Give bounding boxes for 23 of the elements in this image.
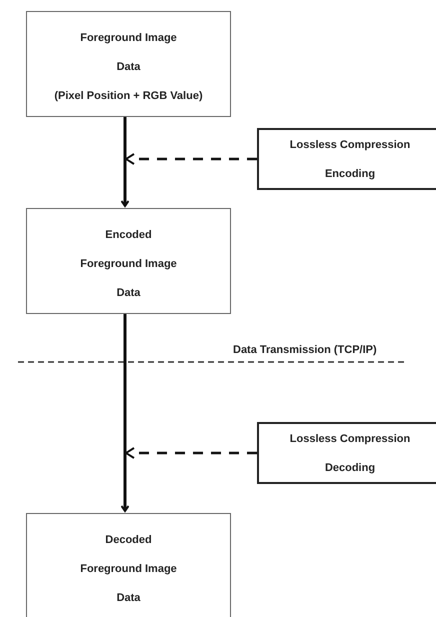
box-text: Lossless Compression (290, 138, 410, 152)
process-box (26, 208, 231, 314)
process-box (26, 11, 231, 117)
arrow (120, 117, 130, 207)
box-text: Decoding (324, 461, 376, 475)
arrow (120, 314, 130, 512)
box-text: Foreground Image (80, 257, 177, 271)
process-box (26, 513, 231, 617)
process-box (257, 422, 436, 484)
box-text: Data (116, 286, 140, 300)
box-text: Foreground Image (80, 562, 177, 576)
box-text: Lossless Compression (290, 432, 410, 446)
box-text: Data (116, 591, 140, 605)
separator-label: Data Transmission (TCP/IP) (233, 344, 377, 356)
box-text: Foreground Image (80, 31, 177, 45)
box-text: (Pixel Position + RGB Value) (54, 89, 203, 103)
arrow (125, 153, 257, 165)
box-text: Data (116, 60, 140, 74)
box-text: Decoded (105, 533, 152, 547)
box-text: Encoded (105, 228, 152, 242)
box-text: Encoding (324, 167, 376, 181)
process-box (257, 128, 436, 190)
arrow (125, 447, 257, 459)
